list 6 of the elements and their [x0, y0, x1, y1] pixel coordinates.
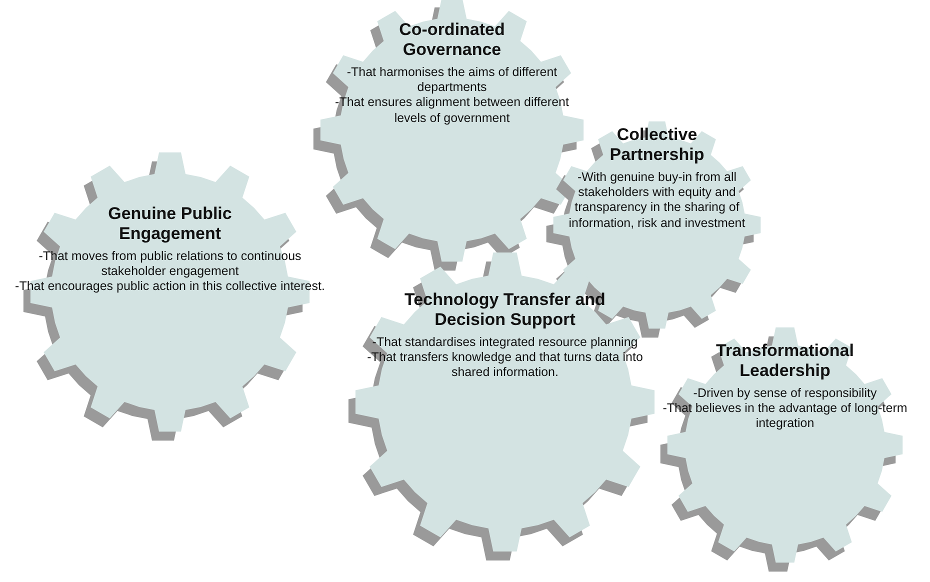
- gear-description: -That encourages public action in this collective interest.: [14, 279, 326, 295]
- gear-description: -Driven by sense of responsibility: [692, 386, 878, 402]
- gear-heading: Transformational Leadership: [715, 341, 855, 382]
- gear-heading: Genuine Public Engagement: [107, 204, 233, 245]
- gear-description: -That moves from public relations to continuous stakeholder engagement: [38, 248, 302, 280]
- gear-description: -That believes in the advantage of long-term integration: [662, 401, 908, 432]
